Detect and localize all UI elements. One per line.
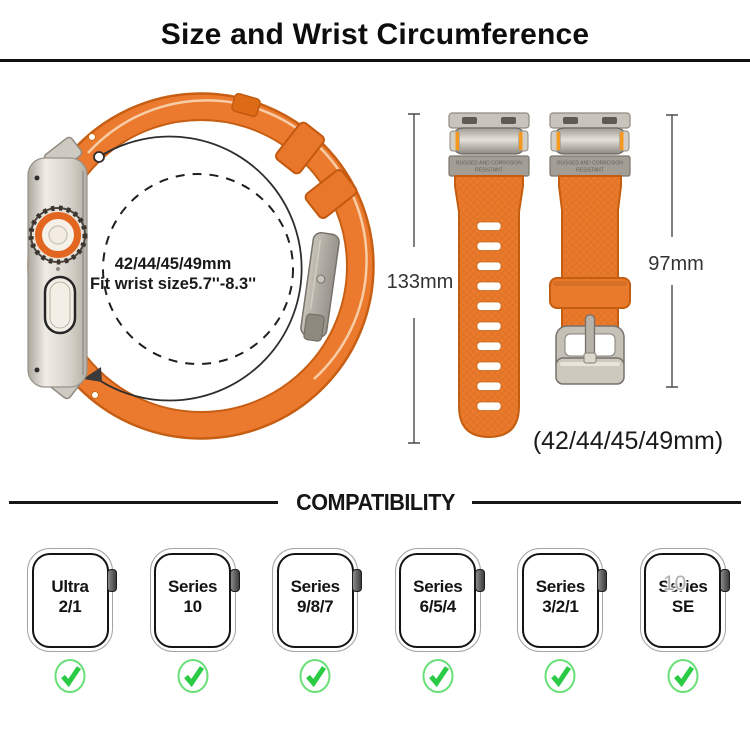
arrow-start-dot xyxy=(93,151,105,163)
crown-icon xyxy=(474,569,485,592)
size-illustration: RUGGED AND CORROSION RESISTANT xyxy=(27,92,723,455)
model-series-987: Series 9/8/7 xyxy=(271,548,363,698)
compatibility-models: Ultra 2/1 Series 10 xyxy=(26,548,730,698)
band-keeper-1 xyxy=(275,121,325,175)
measurement-short xyxy=(666,114,678,388)
watch-outline: Ultra 2/1 xyxy=(27,548,117,652)
model-label: Series 10 xyxy=(167,577,218,616)
watch-side-view xyxy=(27,136,88,400)
watch-outline: Series 6/5/4 xyxy=(394,548,485,652)
compatibility-title: COMPATIBILITY xyxy=(295,489,455,515)
measurement-long xyxy=(408,113,420,444)
model-label: Series 9/8/7 xyxy=(290,577,341,616)
page-title: Size and Wrist Circumference xyxy=(160,18,590,51)
model-label: Series 6/5/4 xyxy=(413,577,463,616)
wrist-measure-graphic xyxy=(83,135,303,402)
compat-line-right xyxy=(472,501,741,504)
model-label: Ultra 2/1 xyxy=(51,577,89,616)
watch-outline: Series 3/2/1 xyxy=(517,548,608,652)
band-keeper-2 xyxy=(304,169,358,219)
model-series-se: Series SE xyxy=(639,548,730,698)
watch-outline: Series SE xyxy=(639,548,730,652)
title-divider xyxy=(0,59,750,62)
band-size-label: 42/44/45/49mm xyxy=(115,255,232,273)
check-icon xyxy=(544,659,576,698)
band-clasp xyxy=(300,231,340,342)
band-pin-hole-bottom xyxy=(91,391,99,399)
long-strap xyxy=(448,112,530,438)
wrist-fit-label: Fit wrist size5.7''-8.3'' xyxy=(90,275,256,293)
crown-icon xyxy=(597,569,608,592)
check-icon xyxy=(422,659,454,698)
size-caption: (42/44/45/49mm) xyxy=(533,427,723,455)
long-strap-length-label: 133mm xyxy=(387,271,454,293)
model-ultra: Ultra 2/1 xyxy=(26,548,117,698)
short-strap-length-label: 97mm xyxy=(648,253,704,275)
check-icon xyxy=(667,659,699,698)
short-strap xyxy=(549,112,631,385)
model-series-10: Series 10 xyxy=(149,548,240,698)
strap-buckle xyxy=(555,314,625,385)
watch-screen xyxy=(399,552,477,648)
watch-screen xyxy=(521,552,599,648)
check-icon xyxy=(299,659,331,698)
model-series-654: Series 6/5/4 xyxy=(394,548,485,698)
band-tip xyxy=(231,92,261,118)
compat-line-left xyxy=(9,501,278,504)
model-label: Series SE xyxy=(658,577,708,616)
model-series-321: Series 3/2/1 xyxy=(516,548,608,698)
page-number-watermark: 10 xyxy=(663,572,687,595)
side-button xyxy=(43,275,77,335)
crown-icon xyxy=(352,569,363,592)
arrow-head xyxy=(83,367,102,382)
band-pin-hole-top xyxy=(88,133,96,141)
watch-screen xyxy=(154,552,232,648)
watch-case xyxy=(27,157,88,388)
watch-outline: Series 9/8/7 xyxy=(272,548,363,652)
watch-outline: Series 10 xyxy=(149,548,240,652)
digital-crown xyxy=(28,205,88,265)
watch-screen xyxy=(276,552,354,648)
watch-screen xyxy=(31,552,109,648)
strap-keeper xyxy=(549,277,631,309)
watch-screen xyxy=(644,552,722,648)
model-label: Series 3/2/1 xyxy=(535,577,586,616)
crown-icon xyxy=(229,569,240,592)
compatibility-header: COMPATIBILITY xyxy=(0,489,750,516)
check-icon xyxy=(177,659,209,698)
crown-icon xyxy=(107,569,117,592)
strap-holes xyxy=(476,221,502,411)
check-icon xyxy=(54,659,86,698)
crown-icon xyxy=(719,569,730,592)
